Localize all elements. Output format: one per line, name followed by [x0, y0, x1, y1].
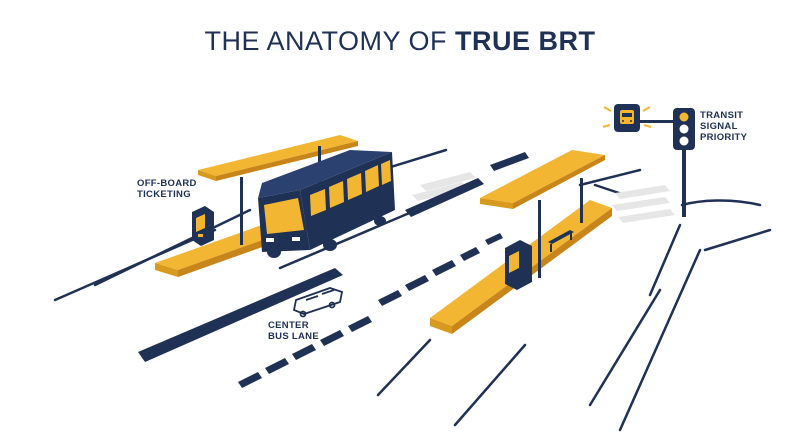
road-line-10	[578, 168, 642, 187]
bus-roof	[258, 150, 392, 198]
bench-icon	[548, 230, 574, 252]
signal-pole	[682, 145, 686, 217]
left-canopy-edge	[198, 170, 216, 181]
bus-signal-icon	[602, 104, 652, 132]
right-canopy-under	[513, 155, 605, 209]
title-regular: THE ANATOMY OF	[204, 26, 456, 56]
bus-windshield	[264, 198, 304, 234]
right-canopy-post	[538, 200, 541, 278]
road-curve	[680, 199, 762, 207]
signal-light-yellow	[679, 124, 689, 134]
left-canopy-under	[216, 141, 358, 181]
road-lines	[53, 148, 772, 432]
signal-priority-label: TRANSIT SIGNAL PRIORITY	[700, 110, 748, 143]
lane-dashes	[238, 233, 503, 388]
kiosk-icon	[505, 240, 532, 290]
road-line-6	[453, 343, 527, 427]
right-canopy-post-2	[580, 178, 583, 223]
bus-icon	[258, 150, 395, 258]
traffic-signal	[636, 108, 695, 217]
median-far	[490, 152, 529, 171]
medians	[138, 152, 529, 362]
road-line-2	[93, 208, 252, 287]
signal-light-red	[679, 112, 689, 122]
road-line-8	[618, 248, 702, 432]
left-platform-front	[155, 263, 178, 277]
road-line-7	[588, 288, 662, 407]
title-bold: TRUE BRT	[455, 26, 596, 56]
signal-light-green	[679, 136, 689, 146]
page-title: THE ANATOMY OF TRUE BRT	[0, 26, 800, 57]
road-line-9	[648, 223, 682, 297]
left-canopy-top	[198, 135, 358, 176]
ticketing-label: OFF-BOARD TICKETING	[137, 178, 197, 200]
left-canopy-post	[240, 177, 243, 245]
right-canopy-top	[480, 150, 605, 203]
median-left	[138, 268, 343, 362]
right-canopy-edge	[480, 198, 513, 209]
road-line-5	[376, 338, 432, 397]
bus-lane-label: CENTER BUS LANE	[268, 320, 319, 342]
median-center	[405, 178, 484, 217]
signal-arm	[636, 120, 684, 123]
right-platform-front	[430, 318, 452, 334]
ticket-machine-icon	[192, 206, 214, 246]
road-line-12	[703, 228, 772, 252]
crosswalk	[412, 172, 675, 223]
bus-lane-icon	[292, 287, 344, 318]
